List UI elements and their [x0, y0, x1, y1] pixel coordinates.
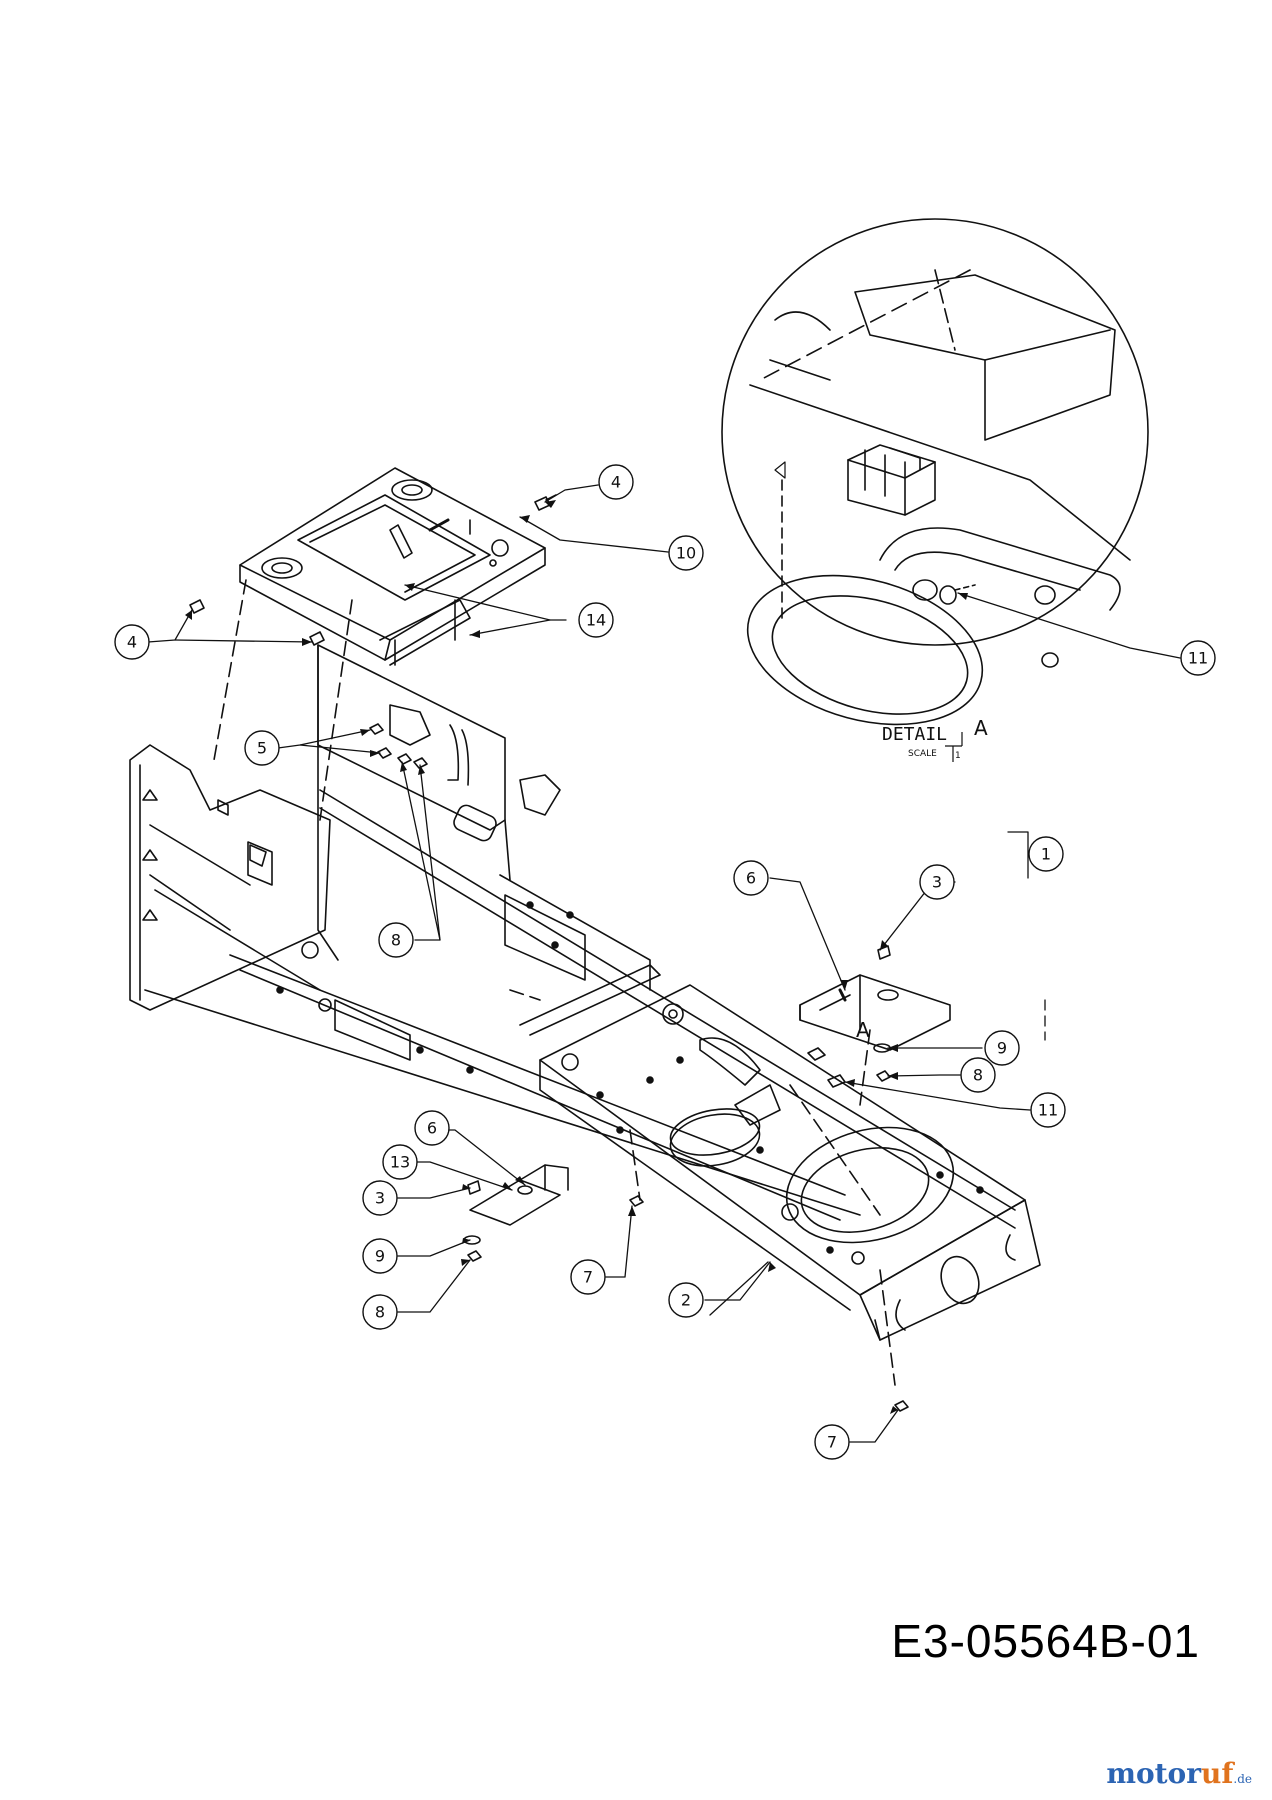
svg-text:4: 4: [611, 473, 621, 492]
arrowheads: [185, 500, 968, 1414]
fasteners: [189, 494, 909, 1412]
svg-text:14: 14: [586, 611, 606, 630]
svg-text:DETAIL: DETAIL: [882, 724, 947, 745]
svg-text:11: 11: [1188, 649, 1208, 668]
svg-text:1: 1: [1041, 845, 1051, 864]
left-side-plate: [129, 744, 331, 1011]
watermark-tld: .de: [1233, 1772, 1252, 1786]
svg-text:9: 9: [997, 1039, 1007, 1058]
bracket-right: [799, 974, 951, 1051]
svg-text:13: 13: [390, 1153, 410, 1172]
svg-text:7: 7: [583, 1268, 593, 1287]
callout-2: 2: [668, 1282, 704, 1318]
watermark-accent: uf: [1200, 1757, 1234, 1790]
svg-text:2: 2: [681, 1291, 691, 1310]
callout-5: 5: [244, 730, 280, 766]
callout-13: 13: [382, 1144, 418, 1180]
callout-8-right: 8: [960, 1057, 996, 1093]
callout-10: 10: [668, 535, 704, 571]
detail-label: DETAIL A SCALE 1: [882, 716, 988, 762]
svg-text:6: 6: [427, 1119, 437, 1138]
leader-lines: [147, 484, 1181, 1443]
dash-panel: [317, 644, 561, 961]
projection-lines: [213, 519, 896, 1386]
svg-text:9: 9: [375, 1247, 385, 1266]
svg-text:7: 7: [827, 1433, 837, 1452]
callout-8-upper: 8: [378, 922, 414, 958]
callouts: 4 10 14 4 5 8 11 1 3 6 9 8 11 6 13 3 9 8…: [114, 464, 1216, 1460]
main-frame: [144, 789, 1041, 1341]
svg-text:10: 10: [676, 544, 696, 563]
callout-1: 1: [1028, 836, 1064, 872]
svg-text:5: 5: [257, 739, 267, 758]
svg-text:3: 3: [932, 873, 942, 892]
part-code: E3-05564B-01: [891, 1615, 1200, 1667]
detail-a-view: [721, 218, 1149, 726]
callout-7-middle: 7: [570, 1259, 606, 1295]
callout-14: 14: [578, 602, 614, 638]
svg-text:4: 4: [127, 633, 137, 652]
callout-9-right: 9: [984, 1030, 1020, 1066]
svg-text:3: 3: [375, 1189, 385, 1208]
svg-text:8: 8: [375, 1303, 385, 1322]
callout-6-left: 6: [414, 1110, 450, 1146]
svg-text:1: 1: [955, 751, 961, 761]
callout-9-left: 9: [362, 1238, 398, 1274]
callout-11-main: 11: [1030, 1092, 1066, 1128]
bracket-left: [469, 1164, 569, 1226]
svg-text:A: A: [974, 716, 988, 740]
watermark-main: motor: [1106, 1757, 1201, 1790]
watermark-logo: motoruf.de: [1106, 1757, 1252, 1790]
callout-8-left: 8: [362, 1294, 398, 1330]
svg-text:11: 11: [1038, 1101, 1058, 1120]
callout-3-right: 3: [919, 864, 955, 900]
callout-11-detail: 11: [1180, 640, 1216, 676]
callout-4-top: 4: [598, 464, 634, 500]
seat-mount-plate: [239, 467, 546, 666]
callout-6-right: 6: [733, 860, 769, 896]
callout-4-left: 4: [114, 624, 150, 660]
detail-marker: A: [856, 1018, 870, 1042]
svg-text:8: 8: [973, 1066, 983, 1085]
callout-7-bottom: 7: [814, 1424, 850, 1460]
svg-text:8: 8: [391, 931, 401, 950]
svg-text:6: 6: [746, 869, 756, 888]
callout-3-left: 3: [362, 1180, 398, 1216]
svg-text:SCALE: SCALE: [908, 749, 937, 759]
